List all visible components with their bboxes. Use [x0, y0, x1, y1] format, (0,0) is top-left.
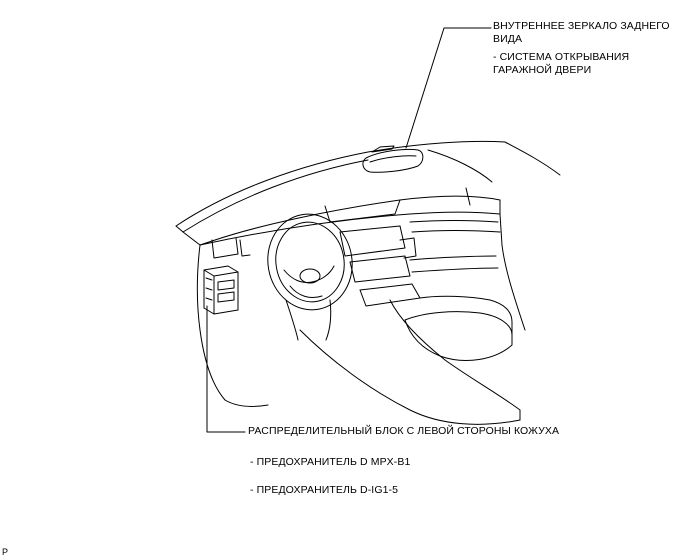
- junction-block[interactable]: [203, 265, 239, 315]
- garage-door-system-label: - СИСТЕМА ОТКРЫВАНИЯ ГАРАЖНОЙ ДВЕРИ: [493, 51, 629, 77]
- garage-door-line1: - СИСТЕМА ОТКРЫВАНИЯ: [493, 51, 630, 63]
- leader-lines: [206, 27, 492, 433]
- fuse-mpx-b1-label: - ПРЕДОХРАНИТЕЛЬ D MPX-B1: [250, 456, 411, 468]
- mirror-label-line1: ВНУТРЕННЕЕ ЗЕРКАЛО ЗАДНЕГО: [493, 20, 670, 32]
- center-stack: [339, 225, 499, 307]
- windshield-outline: [175, 140, 561, 233]
- junction-block-label: РАСПРЕДЕЛИТЕЛЬНЫЙ БЛОК С ЛЕВОЙ СТОРОНЫ К…: [248, 425, 560, 437]
- mirror-label: ВНУТРЕННЕЕ ЗЕРКАЛО ЗАДНЕГО ВИДА: [493, 20, 670, 46]
- steering-wheel: [267, 213, 353, 341]
- corner-mark: P: [2, 547, 9, 557]
- dashboard-outline: [175, 187, 526, 407]
- center-console: [299, 295, 521, 425]
- garage-door-line2: ГАРАЖНОЙ ДВЕРИ: [493, 64, 592, 76]
- rear-view-mirror[interactable]: [362, 145, 424, 173]
- mirror-label-line2: ВИДА: [493, 33, 523, 45]
- fuse-d-ig1-5-label: - ПРЕДОХРАНИТЕЛЬ D-IG1-5: [250, 484, 399, 496]
